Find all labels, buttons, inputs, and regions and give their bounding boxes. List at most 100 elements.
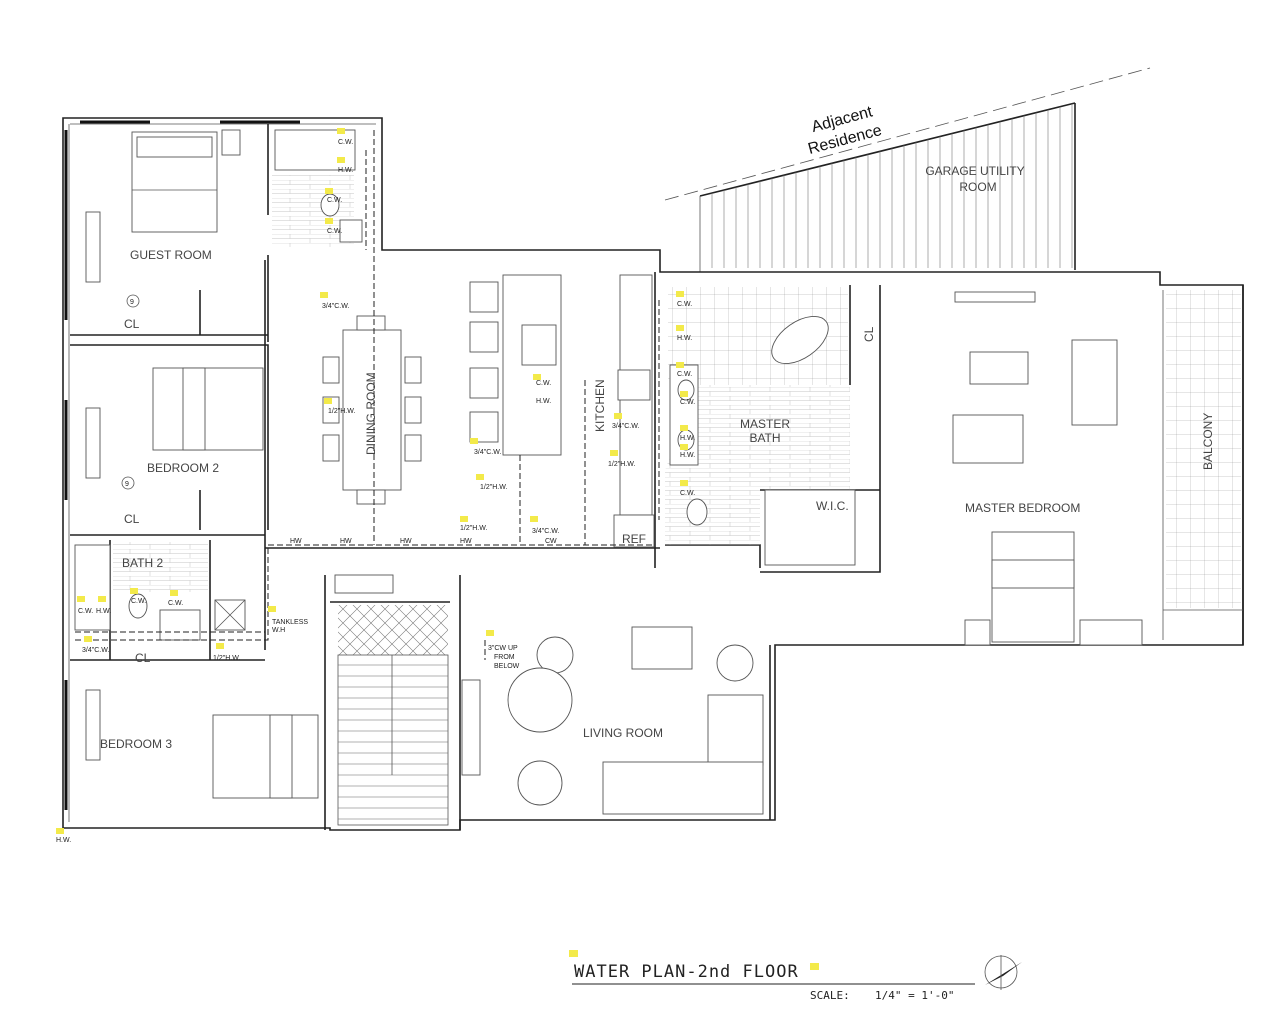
room-label-bath2: BATH 2 (122, 556, 163, 570)
pipe-label-hw: HW (460, 538, 472, 545)
annotation-marker (676, 325, 684, 331)
pipe-label-hw: HW (290, 538, 302, 545)
annotation-marker (676, 291, 684, 297)
annotation-marker (216, 643, 224, 649)
pipe-label-hw: HW (340, 538, 352, 545)
label-hw-12: 1/2"H.W. (213, 655, 240, 662)
annotation-marker (56, 828, 64, 834)
bath2-fixtures (74, 544, 246, 641)
label-hw: H.W. (338, 167, 353, 174)
title-marker (810, 963, 819, 970)
annotation-marker (337, 157, 345, 163)
closet-label: CL (124, 512, 140, 526)
door-tag-circle (126, 294, 140, 308)
label-hw: H.W. (677, 335, 692, 342)
bedroom2-bed (152, 367, 264, 451)
title-marker (569, 950, 578, 957)
scale-label: SCALE: (810, 989, 850, 1002)
label-cw-up-below: BELOW (494, 663, 520, 670)
annotation-marker (614, 413, 622, 419)
room-label-bedroom2: BEDROOM 2 (147, 461, 219, 475)
label-hw-12: 1/2"H.W. (608, 461, 635, 468)
living-room-furniture (334, 574, 764, 815)
label-cw-34: 3/4"C.W. (474, 449, 501, 456)
garage-label-2: ROOM (959, 180, 996, 194)
label-tankless: TANKLESS (272, 619, 308, 626)
label-cw: C.W. (680, 490, 695, 497)
door-tag: 9 (130, 299, 134, 306)
annotation-marker (460, 516, 468, 522)
annotation-marker (530, 516, 538, 522)
wic-shelving (764, 489, 856, 566)
label-hw: H.W. (536, 398, 551, 405)
room-label-balcony: BALCONY (1201, 413, 1215, 470)
annotation-marker (325, 218, 333, 224)
label-hw-12: 1/2"H.W. (328, 408, 355, 415)
label-hw-12: 1/2"H.W. (460, 525, 487, 532)
scale-value: 1/4" = 1'-0" (875, 989, 954, 1002)
annotation-marker (533, 374, 541, 380)
balcony-tile (1166, 290, 1241, 608)
label-hw: H.W. (56, 837, 71, 844)
pipe-label-cw: CW (545, 538, 557, 545)
label-cw-34: 3/4"C.W. (82, 647, 109, 654)
annotation-marker (170, 590, 178, 596)
wardrobe-3 (85, 689, 101, 761)
label-cw: C.W. (536, 380, 551, 387)
annotation-marker (676, 362, 684, 368)
garage-hatch (711, 103, 1073, 268)
label-cw: C.W. (327, 197, 342, 204)
label-cw-34: 3/4"C.W. (612, 423, 639, 430)
label-cw-up-from: FROM (494, 654, 515, 661)
north-arrow-icon (984, 955, 1022, 990)
label-cw-34: 3/4"C.W. (532, 528, 559, 535)
dining-table (322, 315, 422, 505)
master-tub (771, 316, 829, 364)
wardrobe (85, 211, 101, 283)
annotation-marker (325, 188, 333, 194)
label-hw-12: 1/2"H.W. (480, 484, 507, 491)
label-hw: H.W. (680, 452, 695, 459)
master-bedroom-furniture (952, 291, 1143, 646)
room-label-dining: DINING ROOM (364, 372, 378, 455)
garage-label-1: GARAGE UTILITY (925, 164, 1024, 178)
annotation-marker (610, 450, 618, 456)
plumbing-runs (75, 130, 660, 660)
bedroom3-bed (212, 714, 319, 799)
label-tankless-wh: W.H (272, 627, 285, 634)
annotation-markers (56, 128, 688, 834)
closet-label: CL (135, 651, 151, 665)
label-cw-up: 3"CW UP (488, 645, 518, 652)
annotation-marker (268, 606, 276, 612)
label-cw: C.W. (327, 228, 342, 235)
annotation-marker (680, 480, 688, 486)
annotation-marker (680, 425, 688, 431)
annotation-marker (470, 438, 478, 444)
label-cw: C.W. (131, 598, 146, 605)
guest-bed (131, 131, 218, 233)
annotation-marker (324, 398, 332, 404)
annotation-marker (476, 474, 484, 480)
annotation-marker (320, 292, 328, 298)
room-label-master-bath-1: MASTER (740, 417, 790, 431)
annotation-marker (84, 636, 92, 642)
kitchen-counter (613, 274, 655, 548)
room-label-wic: W.I.C. (816, 499, 849, 513)
label-hw: H.W. (680, 435, 695, 442)
label-cw: C.W. (680, 399, 695, 406)
room-label-master-bath-2: BATH (749, 431, 780, 445)
label-hw: H.W. (96, 608, 111, 615)
door-tag: 9 (125, 481, 129, 488)
label-cw-34: 3/4"C.W. (322, 303, 349, 310)
annotation-marker (130, 588, 138, 594)
door-tag-circle (121, 476, 135, 490)
label-cw: C.W. (338, 139, 353, 146)
annotation-marker (680, 444, 688, 450)
ref-label: REF (622, 532, 646, 546)
label-cw: C.W. (78, 608, 93, 615)
guest-bath-fixtures (274, 129, 363, 243)
adjacent-residence-lines (664, 67, 1151, 272)
room-label-kitchen: KITCHEN (593, 379, 607, 432)
label-cw: C.W. (677, 371, 692, 378)
